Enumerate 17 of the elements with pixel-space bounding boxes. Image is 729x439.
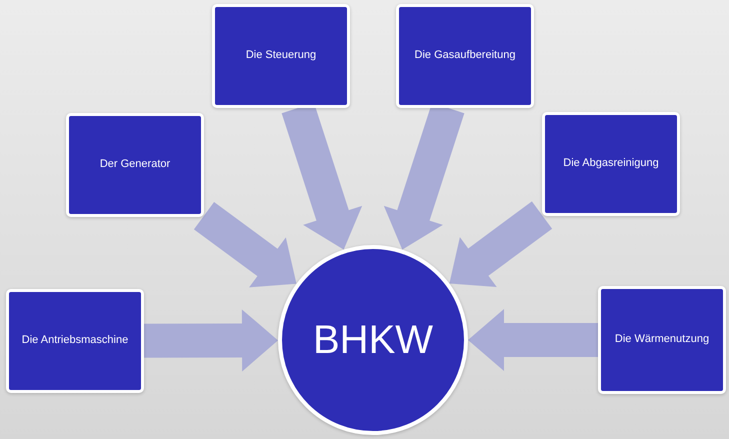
block-arrow: [144, 309, 278, 372]
component-label: Die Steuerung: [244, 48, 318, 64]
component-box: [598, 286, 726, 394]
block-arrow: [468, 309, 598, 371]
component-box: [396, 4, 534, 108]
component-label: Die Gasaufbereitung: [414, 48, 516, 64]
component-label: Der Generator: [98, 157, 172, 172]
component-label: Die Abgasreinigung: [562, 156, 660, 172]
component-box: [212, 4, 350, 108]
component-box: [6, 289, 144, 393]
hub-label: BHKW: [312, 317, 434, 364]
component-label: Die Antriebsmaschine: [20, 333, 130, 348]
component-label: Die Wärmenutzung: [614, 332, 710, 348]
component-box: [66, 113, 204, 217]
block-arrow: [194, 202, 296, 288]
block-arrow: [449, 201, 552, 288]
component-box: [542, 112, 680, 216]
